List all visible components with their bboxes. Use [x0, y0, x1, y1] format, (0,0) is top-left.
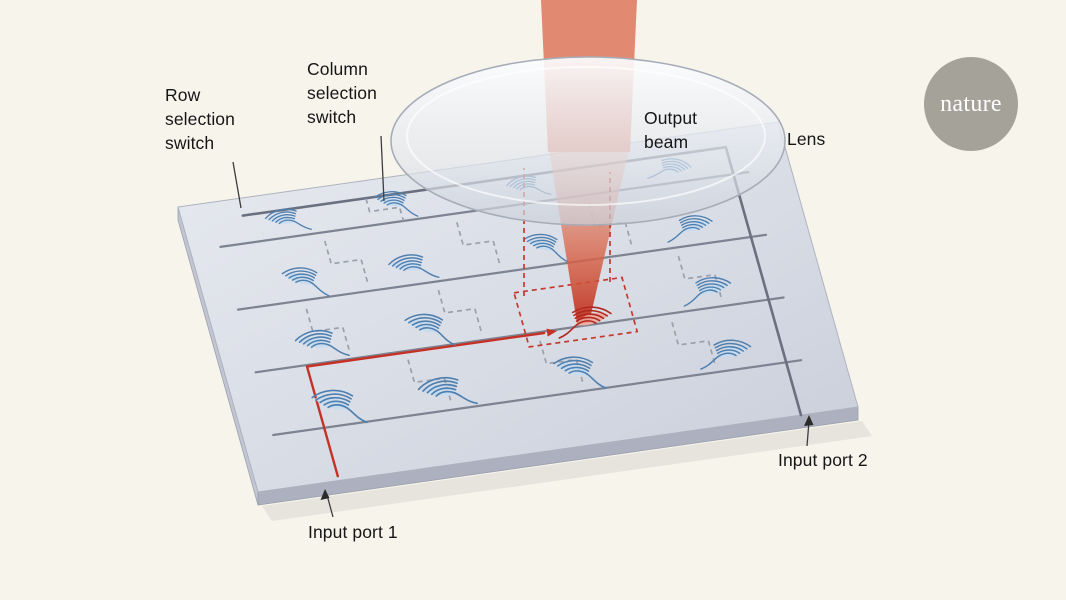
switch-dashed-path: [671, 321, 716, 364]
input1-arrow-line: [326, 494, 334, 518]
column-selection-switch-path: [365, 198, 405, 222]
row-bus-line: [272, 359, 803, 437]
input1-arrowhead: [320, 489, 330, 500]
row-bus-line: [254, 296, 785, 374]
lens-ellipse: [390, 56, 786, 226]
switch-dashed-path: [437, 289, 483, 332]
row-bus-line: [236, 233, 768, 311]
label-column-selection-switch: Column selection switch: [307, 59, 377, 127]
label-output-beam: Output beam: [644, 108, 698, 152]
column-switch-leader-line: [380, 135, 385, 202]
nature-logo: nature: [924, 57, 1018, 151]
label-input-port-2: Input port 2: [778, 450, 868, 470]
row-switch-leader-line: [232, 161, 242, 209]
lens-highlight: [406, 66, 766, 206]
input2-arrowhead: [804, 415, 814, 426]
label-lens: Lens: [787, 129, 826, 149]
nature-logo-text: nature: [940, 90, 1002, 117]
chip-shadow: [262, 421, 872, 521]
lens: [390, 56, 786, 226]
label-row-selection-switch: Row selection switch: [165, 85, 235, 153]
switch-network: [305, 198, 723, 402]
switch-dashed-path: [305, 308, 351, 351]
annotations: [232, 135, 814, 518]
switch-dashed-path: [323, 240, 369, 283]
label-input-port-1: Input port 1: [308, 522, 398, 542]
red-path-arrowhead: [546, 328, 557, 337]
red-routing-path: [305, 331, 546, 478]
switch-dashed-path: [455, 222, 501, 264]
